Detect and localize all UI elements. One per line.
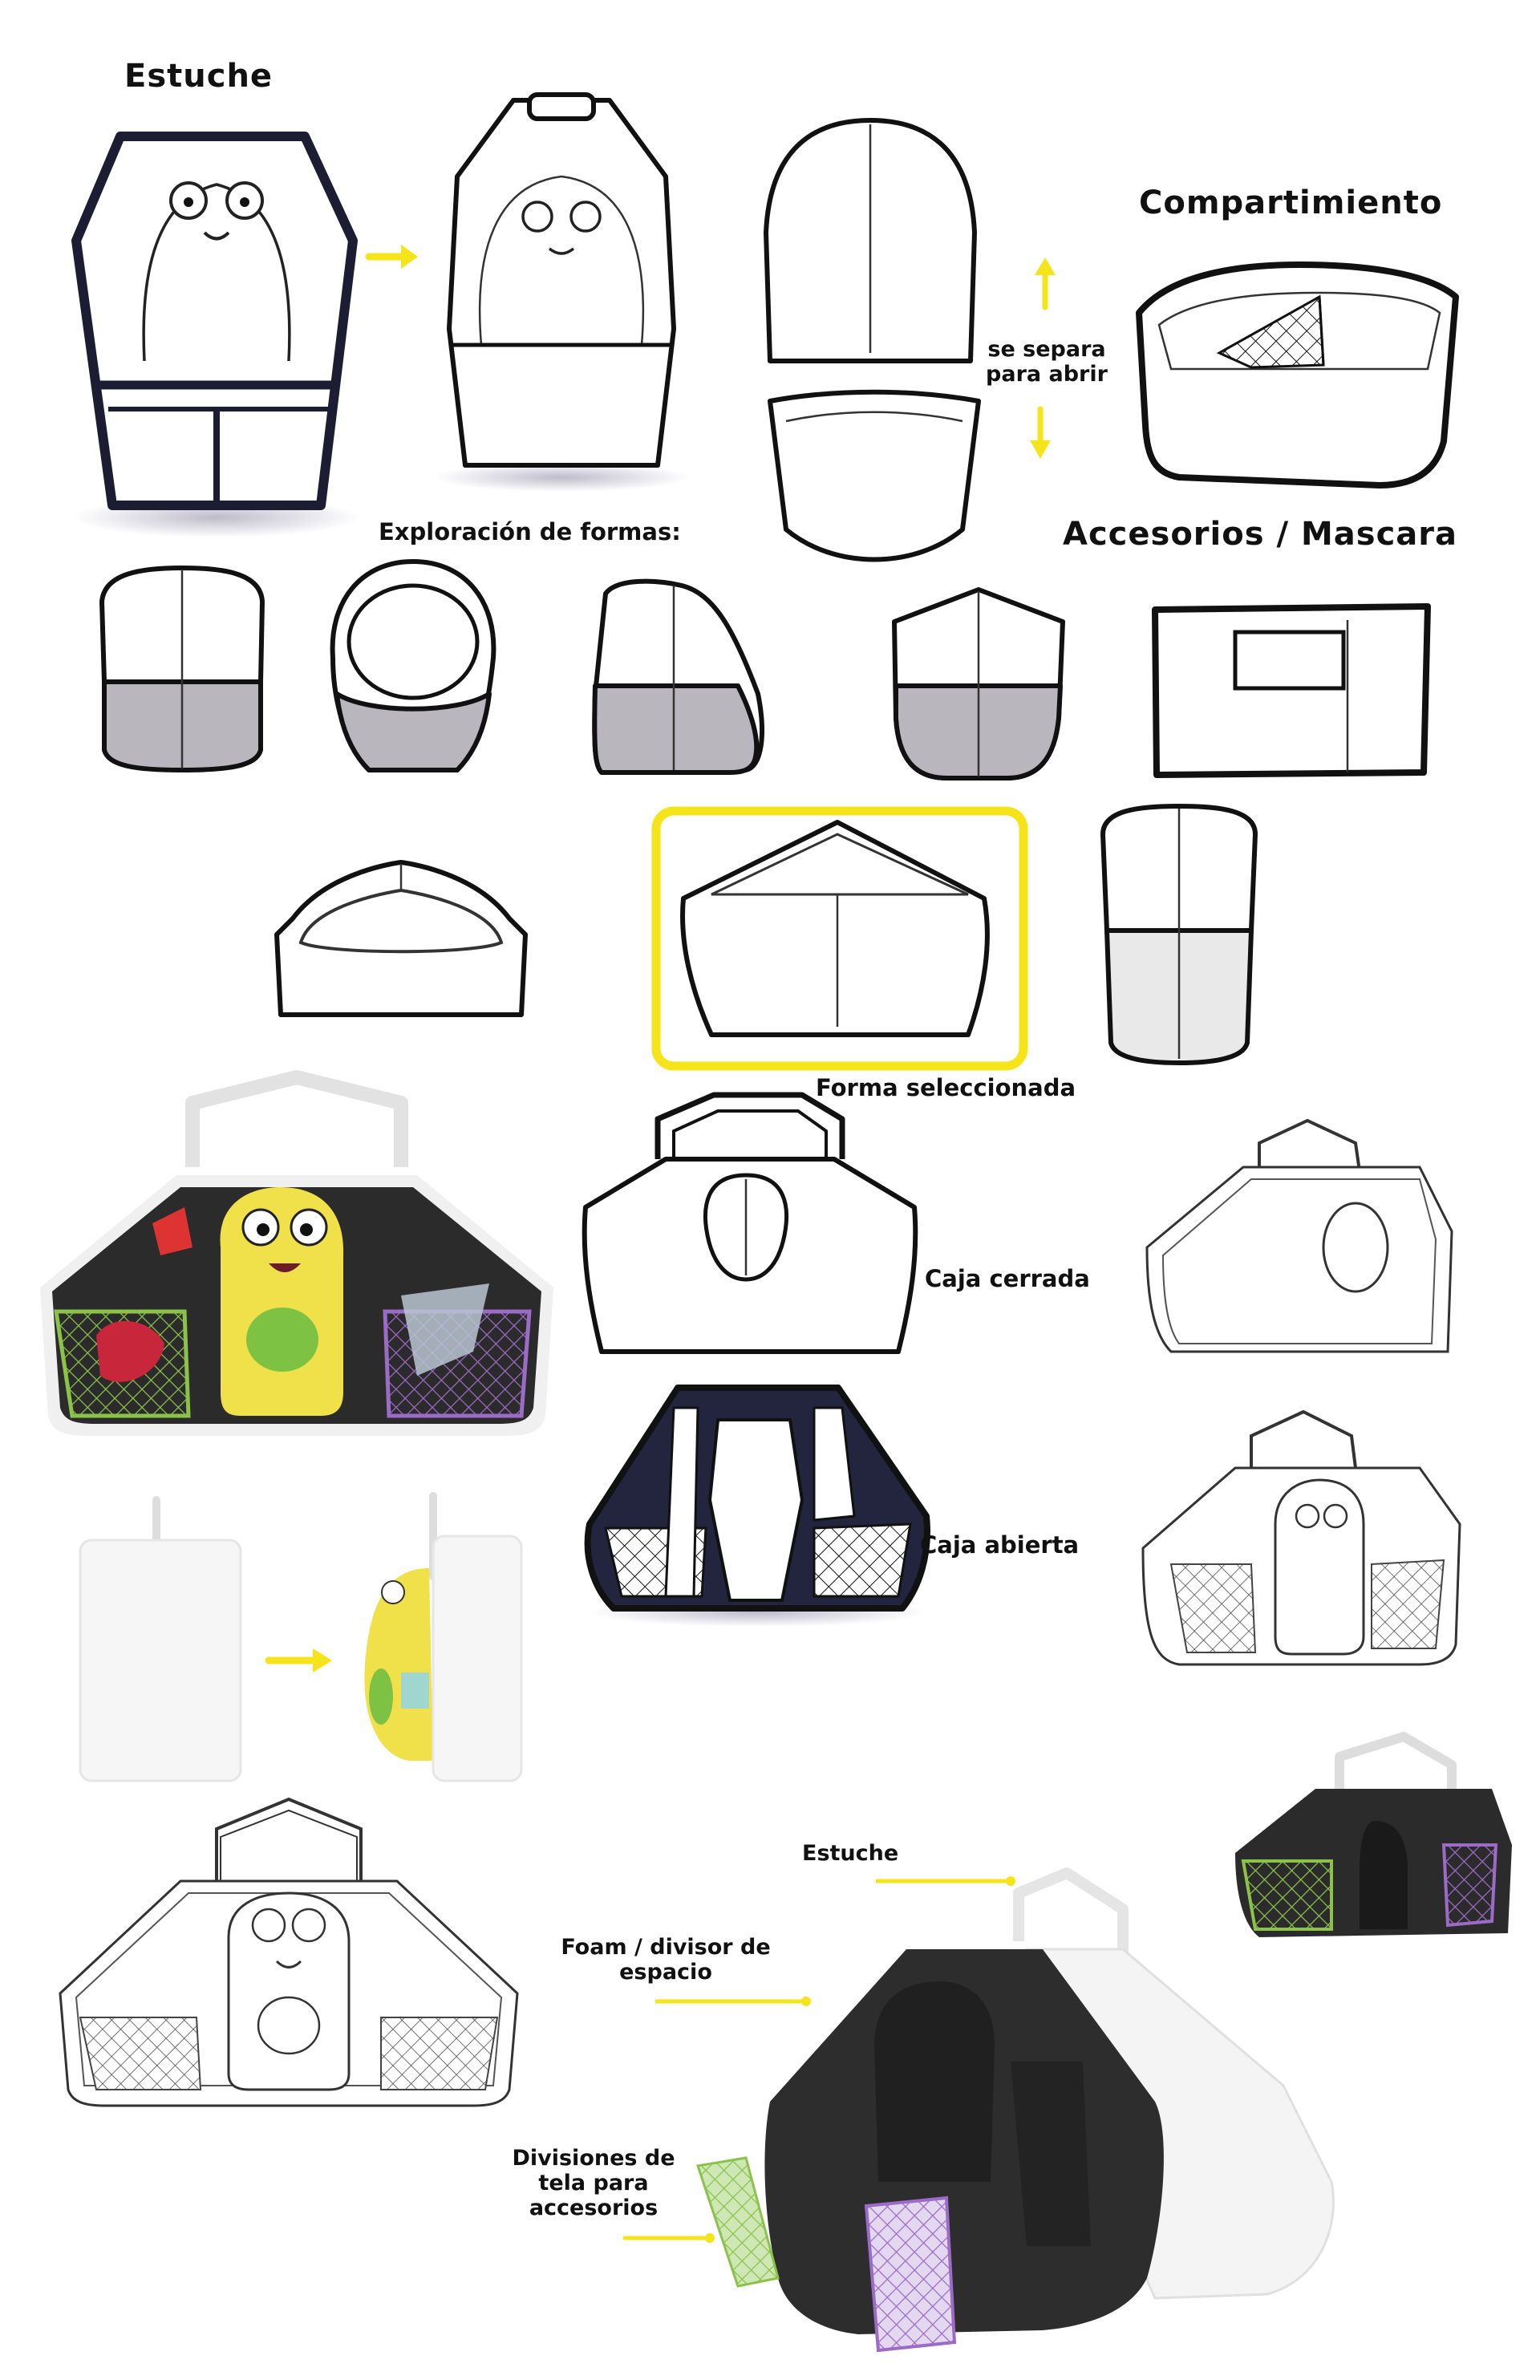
arrow-up-icon	[1035, 257, 1056, 310]
divisiones-line-3: accesorios	[529, 2196, 659, 2221]
arrow-right-icon-2	[265, 1648, 332, 1672]
case-outline-front	[59, 1797, 519, 2107]
estuche-title: Estuche	[124, 58, 274, 95]
shape-option-2	[330, 559, 496, 772]
shape-option-6	[1100, 804, 1258, 1066]
side-view-open	[364, 1492, 523, 1782]
shape-option-3	[592, 578, 764, 775]
separa-line-2: para abrir	[986, 362, 1108, 387]
separa-line-1: se separa	[987, 337, 1106, 362]
caja-abierta-label: Caja abierta	[920, 1531, 1080, 1559]
divisiones-callout-line	[623, 2233, 715, 2243]
accesorio-mascara-sketch	[1152, 603, 1431, 778]
caja-cerrada-sketch	[582, 1092, 918, 1354]
foam-line-1: Foam / divisor de	[561, 1935, 771, 1960]
arrow-down-icon	[1030, 406, 1051, 459]
estuche-callout-line	[876, 1876, 1015, 1886]
lid-sketch	[764, 118, 977, 363]
divisiones-line-2: tela para	[538, 2171, 649, 2196]
exploded-render	[696, 1867, 1335, 2353]
accesorios-title: Accesorios / Mascara	[1063, 516, 1458, 553]
compartimiento-title: Compartimiento	[1139, 184, 1443, 221]
forma-seleccionada-label: Forma seleccionada	[816, 1074, 1076, 1101]
separa-label: se separa para abrir	[975, 337, 1119, 387]
foam-callout-line	[655, 1997, 811, 2006]
caja-cerrada-outline	[1145, 1118, 1453, 1353]
shape-option-1	[99, 566, 265, 772]
divisiones-line-1: Divisiones de	[512, 2146, 675, 2171]
divisiones-label: Divisiones de tela para accesorios	[501, 2146, 686, 2220]
shape-option-4	[892, 587, 1065, 780]
caja-abierta-outline	[1141, 1409, 1461, 1666]
compartimiento-sketch	[1136, 262, 1459, 489]
shape-option-5	[274, 860, 528, 1017]
caja-cerrada-label: Caja cerrada	[925, 1265, 1090, 1292]
estuche-sketch-2	[433, 92, 690, 492]
foam-label: Foam / divisor de espacio	[545, 1935, 786, 1985]
forma-seleccionada-highlight	[651, 806, 1028, 1071]
caja-abierta-sketch	[584, 1385, 930, 1627]
estuche-sketch-1	[71, 132, 361, 537]
foam-line-2: espacio	[619, 1960, 712, 1985]
side-view-closed	[79, 1496, 242, 1782]
case-render-perspective	[1235, 1732, 1512, 1937]
estuche-callout-label: Estuche	[802, 1841, 899, 1866]
arrow-right-icon	[365, 245, 418, 269]
exploracion-title: Exploración de formas:	[379, 518, 681, 545]
base-sketch	[768, 389, 981, 562]
case-render-open	[40, 1070, 553, 1436]
